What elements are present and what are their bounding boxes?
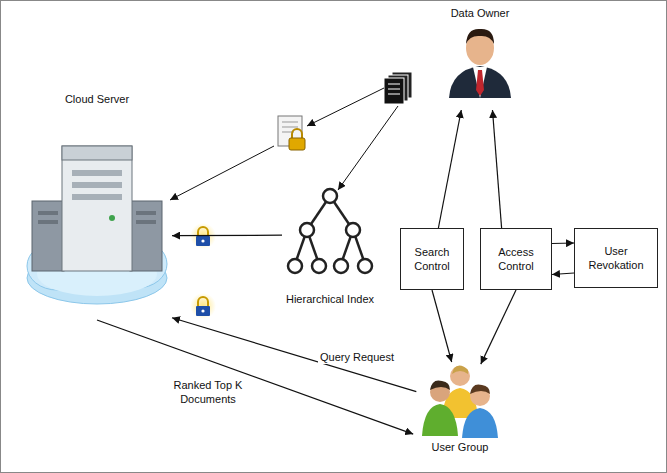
connector-arrow — [172, 235, 282, 237]
flow-arrow — [338, 106, 398, 190]
process-box: User Revokation — [574, 228, 658, 288]
connector-arrow — [481, 290, 516, 364]
process-box: Access Control — [480, 228, 552, 290]
hierarchical-index-icon: Hierarchical Index — [282, 184, 378, 312]
box-label: Access Control — [485, 245, 547, 274]
connector-arrow — [438, 110, 461, 228]
connector-arrow — [552, 273, 574, 275]
edge-label: Query Request — [318, 350, 396, 364]
connector-arrow — [552, 242, 574, 244]
user-group-icon: User Group — [408, 362, 512, 468]
connector-arrow — [97, 320, 413, 434]
data-owner-icon — [445, 20, 515, 98]
cloud-server-icon: Cloud Server — [22, 92, 172, 320]
process-box: Search Control — [400, 228, 464, 290]
icon-label: Data Owner — [451, 6, 510, 20]
icon-label: Cloud Server — [65, 92, 129, 106]
document-stack — [384, 72, 412, 104]
flow-arrow — [307, 88, 384, 126]
flow-arrow — [170, 146, 274, 200]
lock-icon — [190, 293, 216, 319]
data-owner-icon: Data Owner — [428, 6, 532, 110]
icon-label: Hierarchical Index — [286, 292, 374, 306]
edge-label: Ranked Top K Documents — [160, 378, 256, 407]
encrypted-document — [278, 116, 305, 150]
connector-arrow — [432, 290, 452, 362]
icon-label: User Group — [432, 440, 489, 454]
connector-arrow — [492, 110, 501, 228]
box-label: Search Control — [405, 245, 459, 274]
cloud-server-icon — [22, 106, 172, 311]
box-label: User Revokation — [579, 244, 653, 273]
hierarchical-index-icon — [285, 184, 375, 292]
user-group-icon — [418, 362, 502, 440]
